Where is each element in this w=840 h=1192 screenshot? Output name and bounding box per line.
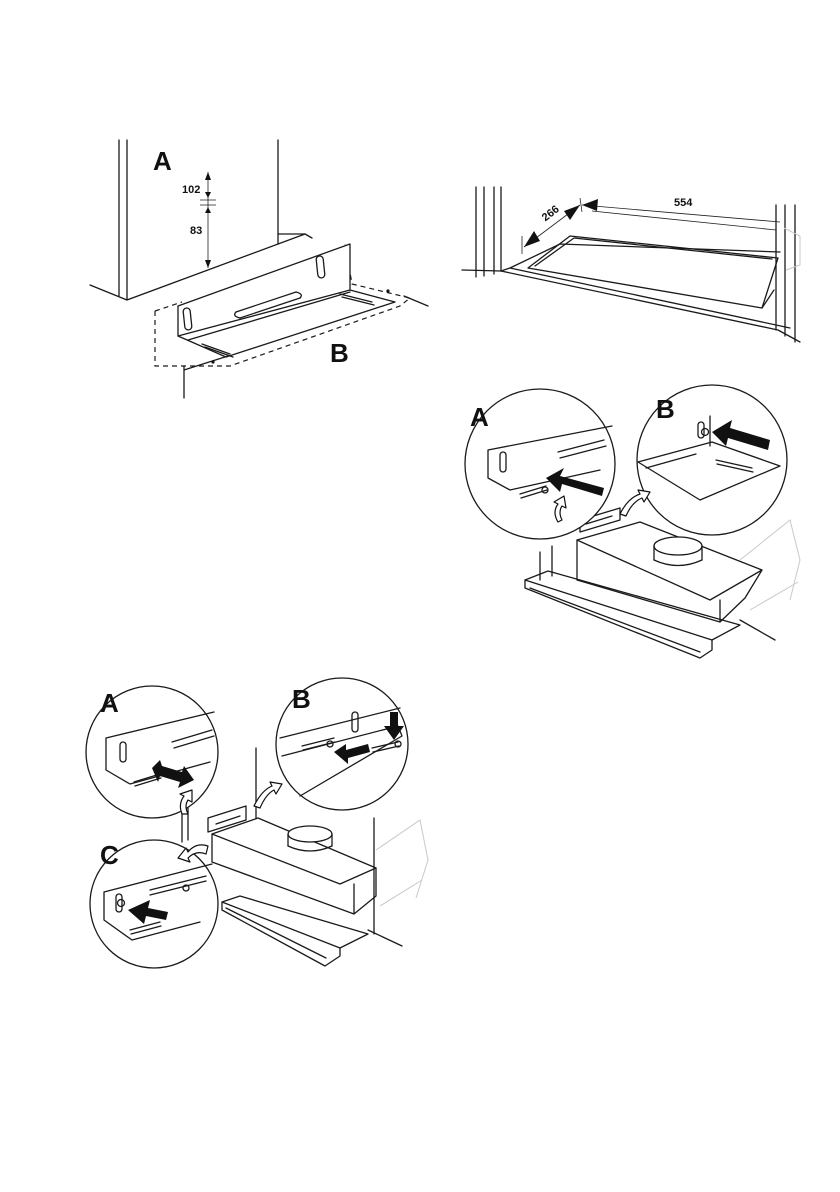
label-b: B xyxy=(656,394,675,424)
hood-outlet-collar xyxy=(288,826,332,842)
hood-outlet-collar xyxy=(654,537,702,555)
dimension-554: 554 xyxy=(674,197,693,209)
figure-4-bracket-adjustment: A B C xyxy=(86,678,428,968)
dimension-102: 102 xyxy=(182,184,200,196)
figure-3-hood-insertion: A B xyxy=(465,385,800,658)
label-a: A xyxy=(153,146,172,176)
label-c: C xyxy=(100,840,119,870)
label-a: A xyxy=(470,402,489,432)
figure-1-bracket-mounting: 102 83 A B xyxy=(90,140,428,398)
label-a: A xyxy=(100,688,119,718)
label-b: B xyxy=(330,338,349,368)
dimension-83: 83 xyxy=(190,225,202,237)
label-b: B xyxy=(292,684,311,714)
figure-2-cutout-dimensions: 266 554 xyxy=(462,187,800,342)
